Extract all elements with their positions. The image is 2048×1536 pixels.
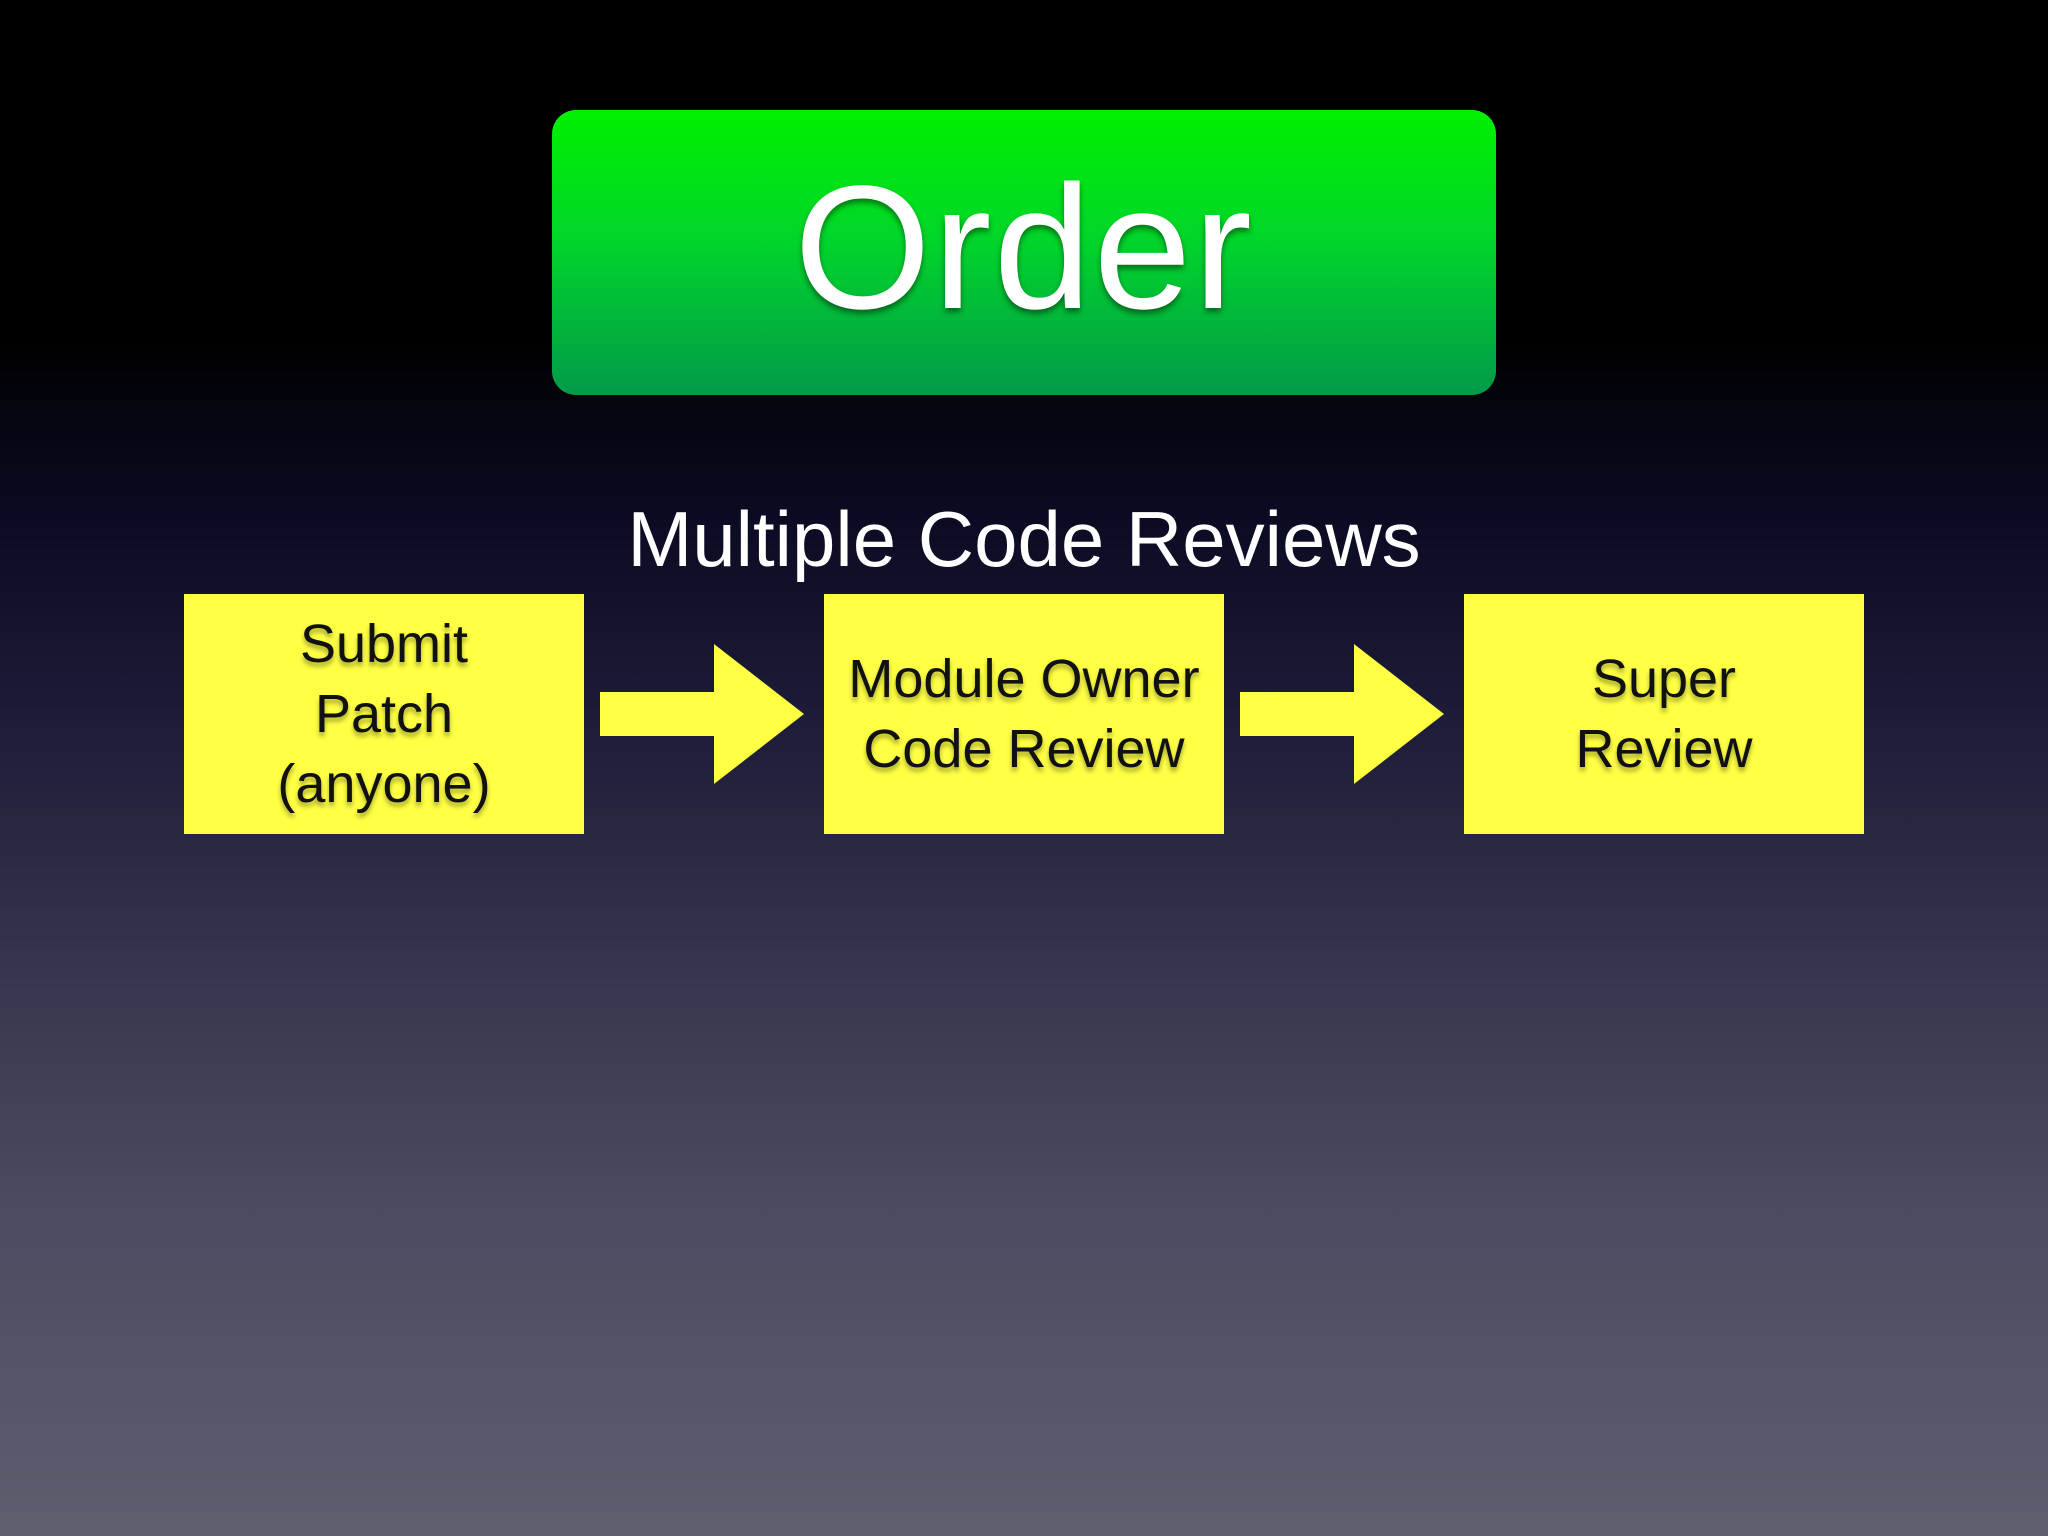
right-arrow-icon xyxy=(600,644,804,784)
title-box: Order xyxy=(552,110,1496,395)
step-label: Module Owner Code Review xyxy=(848,649,1200,779)
step-module-owner-review: Module Owner Code Review xyxy=(824,594,1224,834)
step-submit-patch: Submit Patch (anyone) xyxy=(184,594,584,834)
step-label: Submit Patch (anyone) xyxy=(277,614,491,814)
right-arrow-icon xyxy=(1240,644,1444,784)
step-super-review: Super Review xyxy=(1464,594,1864,834)
slide-subtitle: Multiple Code Reviews xyxy=(627,495,1421,583)
step-label: Super Review xyxy=(1575,649,1753,779)
slide-title: Order xyxy=(794,149,1254,346)
